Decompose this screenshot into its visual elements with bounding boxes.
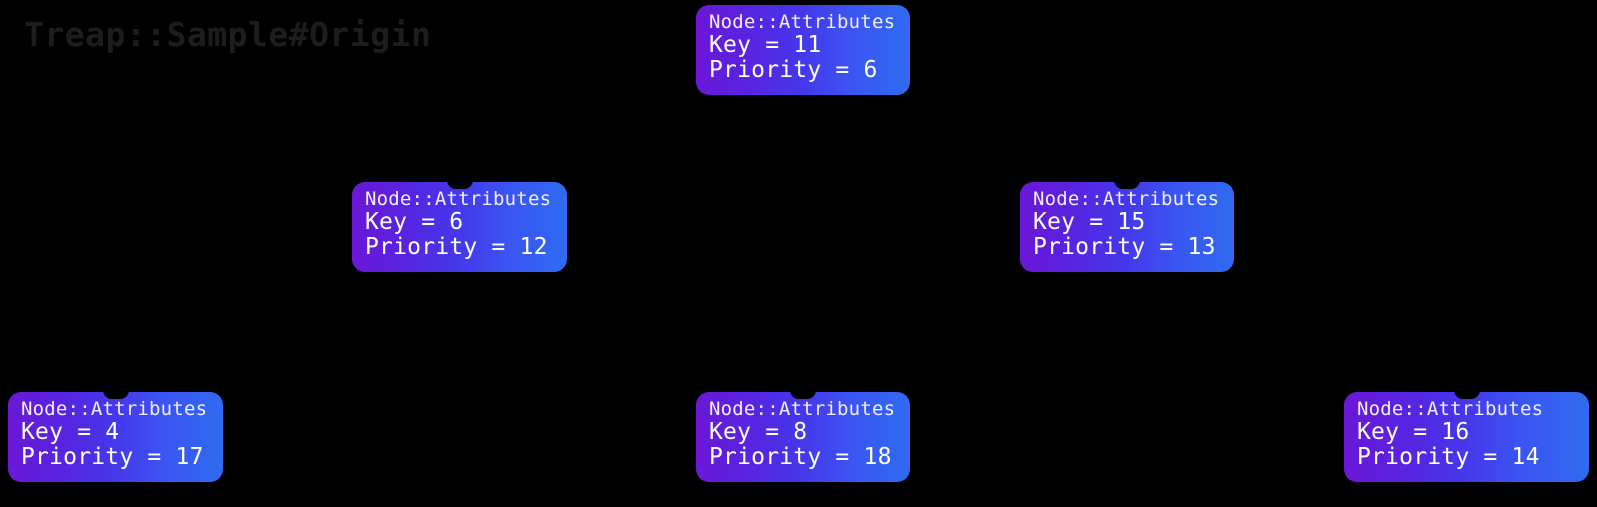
- node-type-label: Node::Attributes: [709, 398, 896, 420]
- node-priority-label: Priority = 14: [1357, 444, 1540, 470]
- node-type-label: Node::Attributes: [21, 398, 208, 420]
- node-type-label: Node::Attributes: [365, 188, 552, 210]
- node-priority-label: Priority = 12: [365, 234, 548, 260]
- node-type-label: Node::Attributes: [1033, 188, 1220, 210]
- node-card-n11[interactable]: Node::Attributes Key = 11 Priority = 6: [696, 5, 910, 95]
- node-key-label: Key = 11: [709, 32, 822, 58]
- node-priority-label: Priority = 6: [709, 57, 878, 83]
- node-type-label: Node::Attributes: [709, 11, 896, 33]
- node-priority-label: Priority = 13: [1033, 234, 1216, 260]
- node-priority-label: Priority = 18: [709, 444, 892, 470]
- node-card-n4[interactable]: Node::Attributes Key = 4 Priority = 17: [8, 392, 223, 482]
- node-key-label: Key = 8: [709, 419, 808, 445]
- node-key-label: Key = 16: [1357, 419, 1470, 445]
- node-key-label: Key = 15: [1033, 209, 1146, 235]
- node-card-n6[interactable]: Node::Attributes Key = 6 Priority = 12: [352, 182, 567, 272]
- node-key-label: Key = 6: [365, 209, 464, 235]
- node-card-n16[interactable]: Node::Attributes Key = 16 Priority = 14: [1344, 392, 1589, 482]
- node-key-label: Key = 4: [21, 419, 120, 445]
- node-card-n15[interactable]: Node::Attributes Key = 15 Priority = 13: [1020, 182, 1234, 272]
- node-card-n8[interactable]: Node::Attributes Key = 8 Priority = 18: [696, 392, 910, 482]
- node-priority-label: Priority = 17: [21, 444, 204, 470]
- node-type-label: Node::Attributes: [1357, 398, 1544, 420]
- page-title: Treap::Sample#Origin: [24, 15, 432, 54]
